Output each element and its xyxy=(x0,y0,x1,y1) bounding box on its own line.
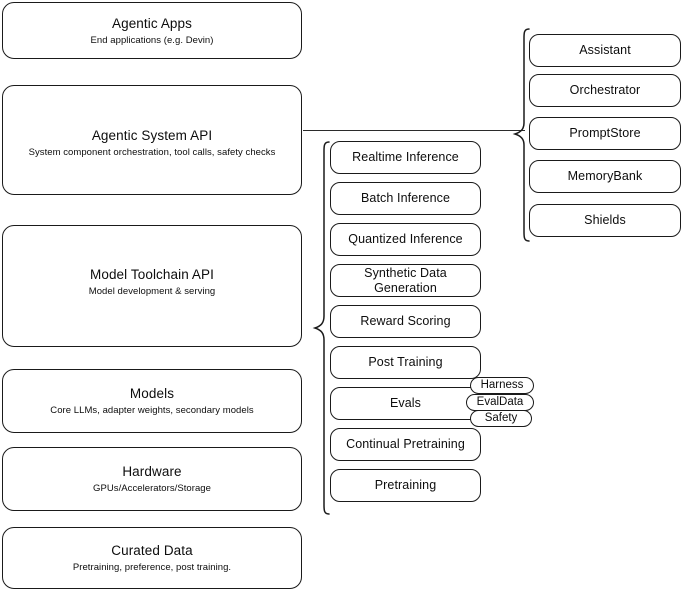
badge-safety[interactable]: Safety xyxy=(470,410,532,427)
capability-box-synthetic-data-generation[interactable]: Synthetic Data Generation xyxy=(330,264,481,297)
layer-subtitle: System component orchestration, tool cal… xyxy=(28,147,276,158)
system-component-label: Shields xyxy=(584,213,626,227)
layer-subtitle: Core LLMs, adapter weights, secondary mo… xyxy=(50,405,254,416)
capability-box-evals[interactable]: Evals xyxy=(330,387,481,420)
capability-label: Post Training xyxy=(368,355,443,369)
system-component-label: PromptStore xyxy=(569,126,641,140)
system-component-box-shields[interactable]: Shields xyxy=(529,204,681,237)
capability-label: Evals xyxy=(389,396,422,410)
connector-line-system-api-to-components xyxy=(303,130,525,132)
layer-box-model-toolchain-api[interactable]: Model Toolchain API Model development & … xyxy=(2,225,302,347)
capability-box-realtime-inference[interactable]: Realtime Inference xyxy=(330,141,481,174)
system-components-brace xyxy=(512,27,532,243)
capability-box-pretraining[interactable]: Pretraining xyxy=(330,469,481,502)
layer-text-group: Agentic Apps End applications (e.g. Devi… xyxy=(91,15,214,47)
badge-evaldata[interactable]: EvalData xyxy=(466,394,534,411)
system-component-box-memorybank[interactable]: MemoryBank xyxy=(529,160,681,193)
capability-label: Pretraining xyxy=(374,478,437,492)
layer-text-group: Hardware GPUs/Accelerators/Storage xyxy=(93,463,211,495)
capability-label: Quantized Inference xyxy=(348,232,463,246)
layer-title: Hardware xyxy=(122,464,182,479)
layer-box-hardware[interactable]: Hardware GPUs/Accelerators/Storage xyxy=(2,447,302,511)
layer-text-group: Agentic System API System component orch… xyxy=(29,127,276,159)
capability-box-quantized-inference[interactable]: Quantized Inference xyxy=(330,223,481,256)
system-component-label: Orchestrator xyxy=(569,83,641,97)
capability-box-reward-scoring[interactable]: Reward Scoring xyxy=(330,305,481,338)
layer-title: Agentic Apps xyxy=(111,15,192,31)
layer-box-agentic-system-api[interactable]: Agentic System API System component orch… xyxy=(2,85,302,195)
capability-label: Reward Scoring xyxy=(360,314,451,328)
badge-harness[interactable]: Harness xyxy=(470,377,534,394)
capability-label: Batch Inference xyxy=(360,191,451,205)
capability-label: Realtime Inference xyxy=(352,150,459,164)
layer-subtitle: Model development & serving xyxy=(88,286,216,297)
layer-subtitle: GPUs/Accelerators/Storage xyxy=(93,483,211,494)
layer-box-models[interactable]: Models Core LLMs, adapter weights, secon… xyxy=(2,369,302,433)
toolchain-brace xyxy=(312,140,332,516)
layer-title: Model Toolchain API xyxy=(90,267,214,282)
capability-label: Continual Pretraining xyxy=(346,437,465,451)
capability-box-batch-inference[interactable]: Batch Inference xyxy=(330,182,481,215)
layer-box-agentic-apps[interactable]: Agentic Apps End applications (e.g. Devi… xyxy=(2,2,302,59)
system-component-label: Assistant xyxy=(579,43,631,57)
layer-text-group: Model Toolchain API Model development & … xyxy=(89,266,216,298)
system-component-box-promptstore[interactable]: PromptStore xyxy=(529,117,681,150)
layer-title: Models xyxy=(129,386,175,401)
layer-subtitle: Pretraining, preference, post training. xyxy=(72,562,232,573)
capability-box-post-training[interactable]: Post Training xyxy=(330,346,481,379)
layer-title: Agentic System API xyxy=(91,128,213,143)
layer-box-curated-data[interactable]: Curated Data Pretraining, preference, po… xyxy=(2,527,302,589)
layer-text-group: Curated Data Pretraining, preference, po… xyxy=(73,542,231,574)
layer-title: Curated Data xyxy=(111,543,193,558)
layer-text-group: Models Core LLMs, adapter weights, secon… xyxy=(50,385,253,417)
system-component-label: MemoryBank xyxy=(567,169,643,183)
system-component-box-orchestrator[interactable]: Orchestrator xyxy=(529,74,681,107)
capability-box-continual-pretraining[interactable]: Continual Pretraining xyxy=(330,428,481,461)
layer-subtitle: End applications (e.g. Devin) xyxy=(90,34,214,46)
capability-label: Synthetic Data Generation xyxy=(364,265,447,295)
system-component-box-assistant[interactable]: Assistant xyxy=(529,34,681,67)
